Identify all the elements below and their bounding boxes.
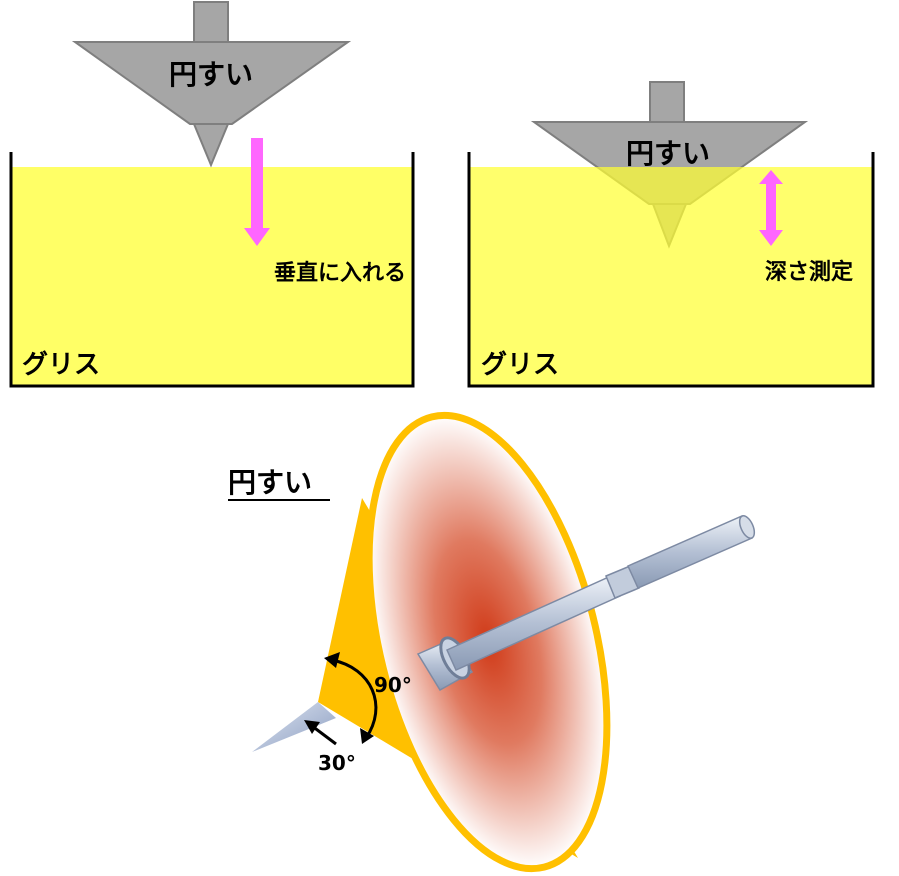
angle-90-arrow: [324, 652, 378, 744]
container: [9, 152, 415, 388]
right-panel: 円すい 深さ測定 グリス: [467, 81, 875, 388]
shaft: [446, 515, 756, 671]
left-panel: 円すい 垂直に入れる グリス: [9, 1, 415, 388]
grease-fill: [12, 167, 412, 385]
grease-label: グリス: [481, 350, 559, 380]
detail-title: 円すい: [228, 466, 312, 499]
cone-label: 円すい: [169, 58, 253, 91]
depth-arrow: [759, 170, 783, 246]
grease-fill: [470, 167, 872, 385]
angle-30-label: 30°: [318, 751, 356, 775]
angle-90-label: 90°: [374, 673, 412, 697]
angle-30-arrow: [304, 720, 337, 746]
cone-label: 円すい: [626, 137, 710, 170]
cone-tip: [252, 702, 336, 752]
cone-detail: 円すい 90° 30°: [228, 411, 756, 873]
container: [467, 152, 875, 388]
action-label: 垂直に入れる: [274, 260, 406, 286]
action-label: 深さ測定: [765, 259, 853, 285]
cone-left: [71, 1, 352, 168]
grease-label: グリス: [22, 350, 100, 380]
insert-arrow: [244, 138, 270, 246]
